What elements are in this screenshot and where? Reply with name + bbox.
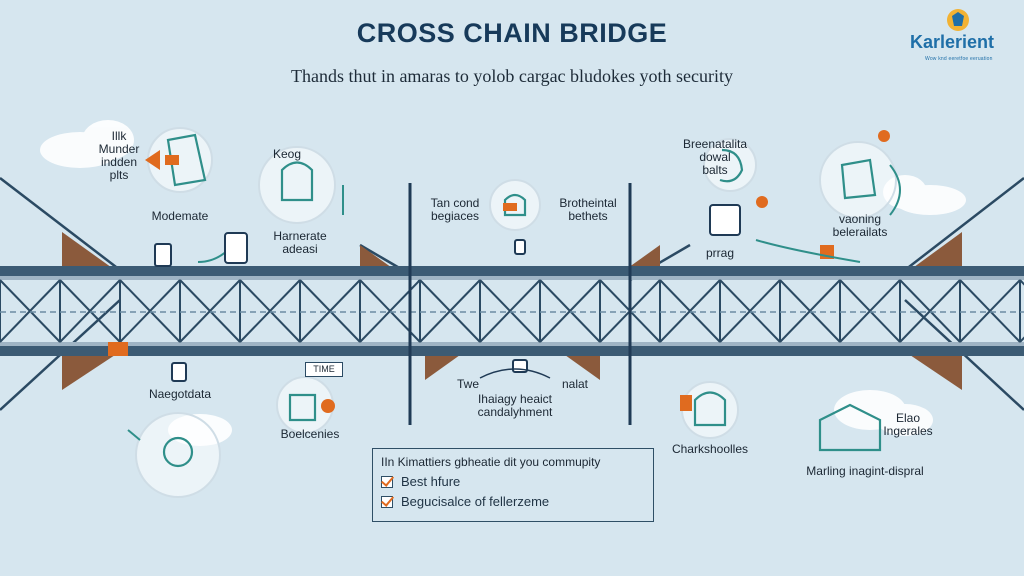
checklist-item-label: Best hfure <box>401 474 461 489</box>
server-icon <box>514 239 526 255</box>
brand-tagline: Wow knd eeretfoe eeruation <box>925 56 993 62</box>
phone-icon <box>224 232 248 264</box>
badge-naegotdata <box>135 412 221 498</box>
page-subtitle: Thands thut in amaras to yolob cargac bl… <box>290 66 734 86</box>
truss-brace <box>0 279 61 343</box>
brand-logo-icon <box>947 9 969 31</box>
top-deck <box>0 266 1024 276</box>
badge-vaoning <box>819 141 897 219</box>
checklist-box: IIn Kimattiers gbheatie dit you commupit… <box>372 448 654 522</box>
orange-badge-icon <box>108 342 128 356</box>
jar-icon <box>154 243 172 267</box>
checklist-item: Begucisalce of fellerzeme <box>381 494 645 509</box>
label-modemate: Modemate <box>151 209 209 223</box>
checkbox-icon <box>381 495 393 508</box>
checkbox-icon <box>381 475 393 488</box>
truss-brace <box>839 279 901 343</box>
towers <box>408 183 632 425</box>
truss-brace <box>539 279 601 343</box>
chip-icon <box>288 393 317 422</box>
bottom-deck <box>0 346 1024 356</box>
truss <box>0 279 1024 343</box>
label-naegotdata: Naegotdata <box>148 387 212 401</box>
padlock-icon <box>162 436 194 468</box>
wallet-icon <box>503 193 527 217</box>
truss-brace <box>299 279 361 343</box>
badge-breenatalita <box>703 138 757 192</box>
safe-icon <box>709 204 741 236</box>
bank-icon <box>818 403 882 452</box>
label-boelcenies: Boelcenies <box>280 427 340 441</box>
arrow-orange-icon <box>145 150 160 170</box>
checklist-item: Best hfure <box>381 474 645 489</box>
brand-name: Karlerient <box>910 32 995 52</box>
battery-icon <box>171 362 187 382</box>
label-time-right: nalat <box>561 377 589 391</box>
orange-tag <box>165 155 179 165</box>
truss-brace <box>179 279 241 343</box>
truss-brace <box>119 279 181 343</box>
label-keog: Keog <box>272 147 302 161</box>
label-marling: Marling inagint-dispral <box>806 464 924 478</box>
shield-icon <box>719 148 744 183</box>
truss-brace <box>59 279 121 343</box>
coin-icon <box>840 158 877 200</box>
page-title: CROSS CHAIN BRIDGE <box>356 18 668 48</box>
badge-keog <box>258 146 336 224</box>
cloud-left <box>40 120 134 168</box>
document-icon <box>166 133 207 187</box>
label-pring: prrag <box>705 246 734 260</box>
truss-brace <box>779 279 841 343</box>
checklist-heading: IIn Kimattiers gbheatie dit you commupit… <box>381 455 601 469</box>
label-time-left: Twe <box>456 377 479 391</box>
truss-brace <box>239 279 301 343</box>
truss-brace <box>659 279 721 343</box>
tag-time: TIME <box>305 362 343 377</box>
truss-brace <box>899 279 961 343</box>
truss-brace <box>719 279 781 343</box>
star-icon <box>878 130 890 142</box>
truss-brace <box>419 279 481 343</box>
label-chark: Charkshoolles <box>671 442 749 456</box>
lock-icon <box>280 161 314 202</box>
checklist-item-label: Begucisalce of fellerzeme <box>401 494 550 509</box>
truss-brace <box>959 279 1021 343</box>
person-icon <box>693 391 727 427</box>
stairs <box>62 232 962 390</box>
cloud-bottom-right <box>834 390 933 436</box>
truss-brace <box>479 279 541 343</box>
